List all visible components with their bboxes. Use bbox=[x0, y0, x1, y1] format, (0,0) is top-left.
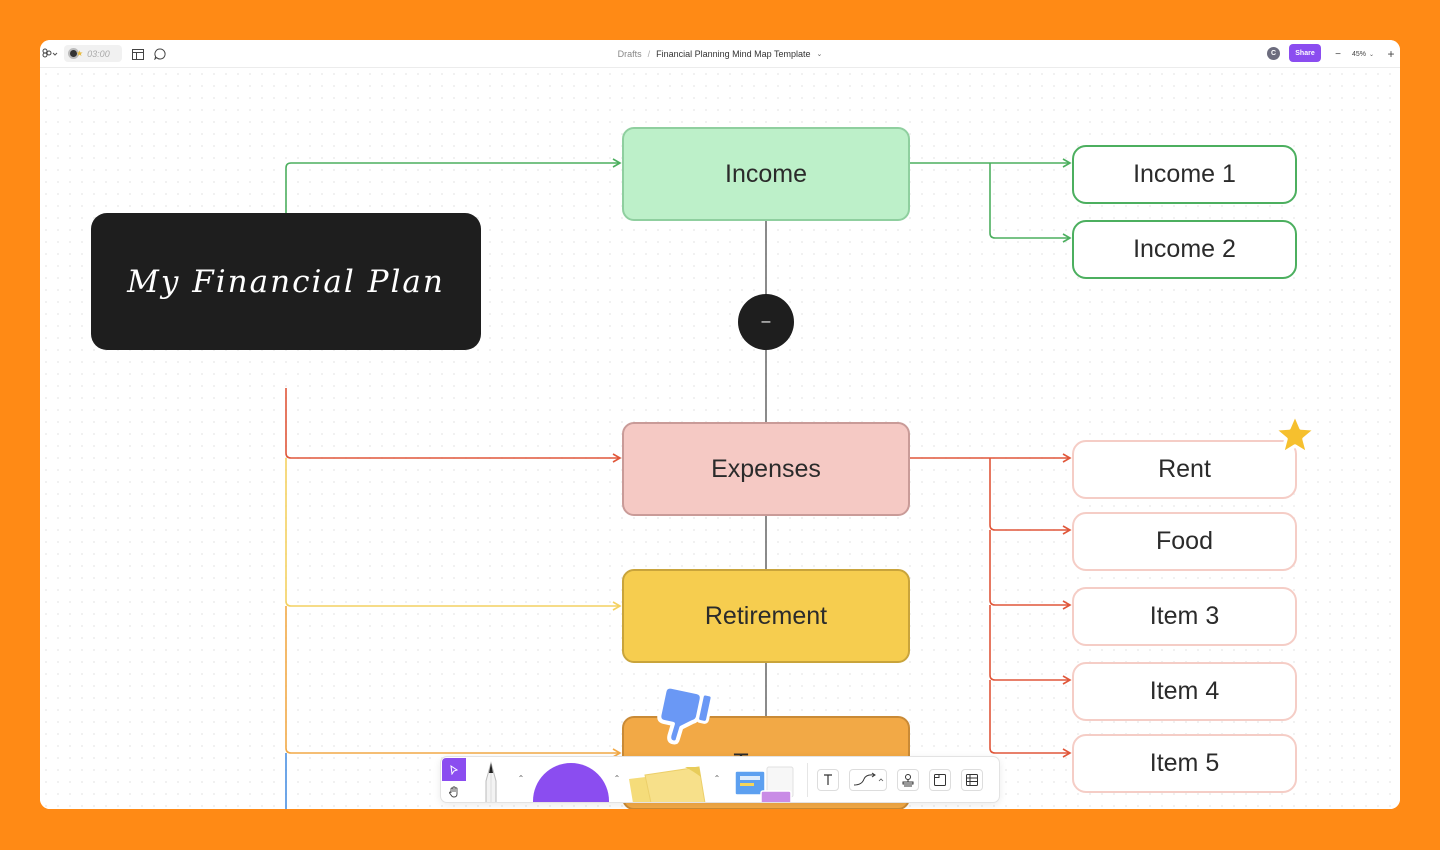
expenses-node[interactable]: Expenses bbox=[622, 422, 910, 516]
expense-item5-node[interactable]: Item 5 bbox=[1072, 734, 1297, 793]
link-root-income bbox=[285, 158, 622, 218]
star-sticker-icon[interactable] bbox=[1271, 411, 1319, 459]
retirement-label: Retirement bbox=[704, 601, 828, 630]
root-node-label: My Financial Plan bbox=[127, 263, 445, 300]
shape-tool-button[interactable] bbox=[529, 759, 613, 802]
income-node[interactable]: Income bbox=[622, 127, 910, 221]
main-menu-button[interactable] bbox=[40, 46, 60, 62]
expense-item3-label: Item 3 bbox=[1149, 602, 1220, 630]
share-label: Share bbox=[1295, 49, 1315, 57]
pen-icon bbox=[485, 761, 497, 802]
expense-item5-label: Item 5 bbox=[1149, 749, 1220, 777]
comment-button[interactable] bbox=[152, 46, 168, 62]
collapse-label: – bbox=[761, 313, 771, 330]
root-node[interactable]: My Financial Plan bbox=[91, 213, 481, 350]
connector-lines bbox=[285, 158, 1072, 809]
stickers-tool-button[interactable] bbox=[731, 765, 801, 802]
timer-star-icon: ★ bbox=[76, 49, 84, 58]
link-expense-item5 bbox=[989, 680, 1072, 758]
comment-icon bbox=[154, 48, 166, 60]
sticky-note-icon bbox=[629, 766, 706, 802]
select-arrow-icon bbox=[450, 764, 459, 775]
layout-button[interactable] bbox=[130, 46, 146, 62]
text-icon bbox=[824, 774, 832, 785]
avatar-initial: C bbox=[1270, 50, 1277, 57]
file-title[interactable]: Financial Planning Mind Map Template bbox=[656, 49, 811, 59]
link-root-expenses bbox=[285, 388, 622, 463]
expense-rent-node[interactable]: Rent bbox=[1072, 440, 1297, 499]
zoom-out-label: − bbox=[1335, 48, 1341, 60]
toolbar-divider bbox=[807, 763, 808, 797]
chevron-down-icon[interactable]: ⌄ bbox=[816, 51, 823, 58]
expense-item4-node[interactable]: Item 4 bbox=[1072, 662, 1297, 721]
stamp-icon bbox=[902, 774, 914, 787]
income-1-label: Income 1 bbox=[1133, 160, 1236, 188]
sticky-note-tool-button[interactable] bbox=[623, 763, 709, 802]
thumbs-down-sticker-icon[interactable] bbox=[654, 682, 714, 748]
hand-icon bbox=[449, 786, 458, 798]
retirement-node[interactable]: Retirement bbox=[622, 569, 910, 663]
link-income-2 bbox=[989, 163, 1072, 243]
stickers-icon bbox=[734, 766, 794, 802]
shape-options-chevron-icon[interactable]: ⌃ bbox=[613, 773, 621, 783]
pen-tool-button[interactable] bbox=[477, 761, 505, 802]
expense-item3-node[interactable]: Item 3 bbox=[1072, 587, 1297, 646]
sticky-options-chevron-icon[interactable]: ⌃ bbox=[713, 773, 721, 783]
link-expense-item4 bbox=[989, 605, 1072, 685]
bottom-toolbar: ⌃ ⌃ ⌃ bbox=[440, 756, 1000, 803]
figma-menu-icon bbox=[42, 48, 58, 58]
expense-food-label: Food bbox=[1156, 527, 1213, 555]
income-1-node[interactable]: Income 1 bbox=[1072, 145, 1297, 204]
pen-options-chevron-icon[interactable]: ⌃ bbox=[517, 773, 525, 783]
timer-avatar bbox=[68, 48, 79, 59]
income-2-label: Income 2 bbox=[1133, 235, 1236, 263]
table-icon bbox=[966, 774, 978, 786]
text-tool-button[interactable] bbox=[817, 769, 839, 791]
layout-icon bbox=[132, 48, 144, 60]
timer-text: 03:00 bbox=[87, 48, 110, 59]
expense-food-node[interactable]: Food bbox=[1072, 512, 1297, 571]
expense-item4-label: Item 4 bbox=[1149, 677, 1220, 705]
connector-tool-button[interactable] bbox=[849, 769, 887, 791]
zoom-level-dropdown[interactable]: 45% ⌄ bbox=[1348, 46, 1378, 62]
section-tool-button[interactable] bbox=[929, 769, 951, 791]
shape-icon bbox=[533, 763, 609, 802]
whiteboard-window: ★ 03:00 Drafts / Financial Planning Mind… bbox=[40, 40, 1400, 809]
income-label: Income bbox=[725, 159, 807, 188]
hand-tool-button[interactable] bbox=[442, 781, 466, 802]
zoom-chevron-icon: ⌄ bbox=[1368, 51, 1375, 58]
collapse-button[interactable]: – bbox=[738, 294, 794, 350]
zoom-level: 45% bbox=[1351, 50, 1366, 58]
link-root-taxes bbox=[285, 606, 622, 758]
breadcrumb-separator: / bbox=[647, 49, 651, 59]
breadcrumb-drafts-link[interactable]: Drafts bbox=[617, 49, 642, 59]
zoom-in-label: + bbox=[1387, 47, 1395, 61]
expense-rent-label: Rent bbox=[1158, 455, 1211, 483]
expenses-label: Expenses bbox=[711, 454, 821, 483]
link-expense-item3 bbox=[989, 530, 1072, 610]
link-root-retirement bbox=[285, 458, 622, 611]
income-2-node[interactable]: Income 2 bbox=[1072, 220, 1297, 279]
canvas[interactable]: My Financial Plan – Income Income 1 Inco… bbox=[40, 68, 1400, 809]
select-tool-button[interactable] bbox=[442, 758, 466, 781]
breadcrumb: Drafts / Financial Planning Mind Map Tem… bbox=[600, 46, 840, 62]
top-bar: ★ 03:00 Drafts / Financial Planning Mind… bbox=[40, 40, 1400, 68]
avatar[interactable]: C bbox=[1267, 47, 1280, 60]
zoom-out-button[interactable]: − bbox=[1332, 46, 1344, 62]
connector-icon bbox=[853, 772, 884, 786]
table-tool-button[interactable] bbox=[961, 769, 983, 791]
zoom-in-button[interactable]: + bbox=[1384, 46, 1398, 62]
timer-widget[interactable]: ★ 03:00 bbox=[64, 45, 122, 62]
stamp-tool-button[interactable] bbox=[897, 769, 919, 791]
section-icon bbox=[934, 774, 946, 786]
link-expense-food bbox=[989, 458, 1072, 535]
share-button[interactable]: Share bbox=[1289, 44, 1321, 62]
